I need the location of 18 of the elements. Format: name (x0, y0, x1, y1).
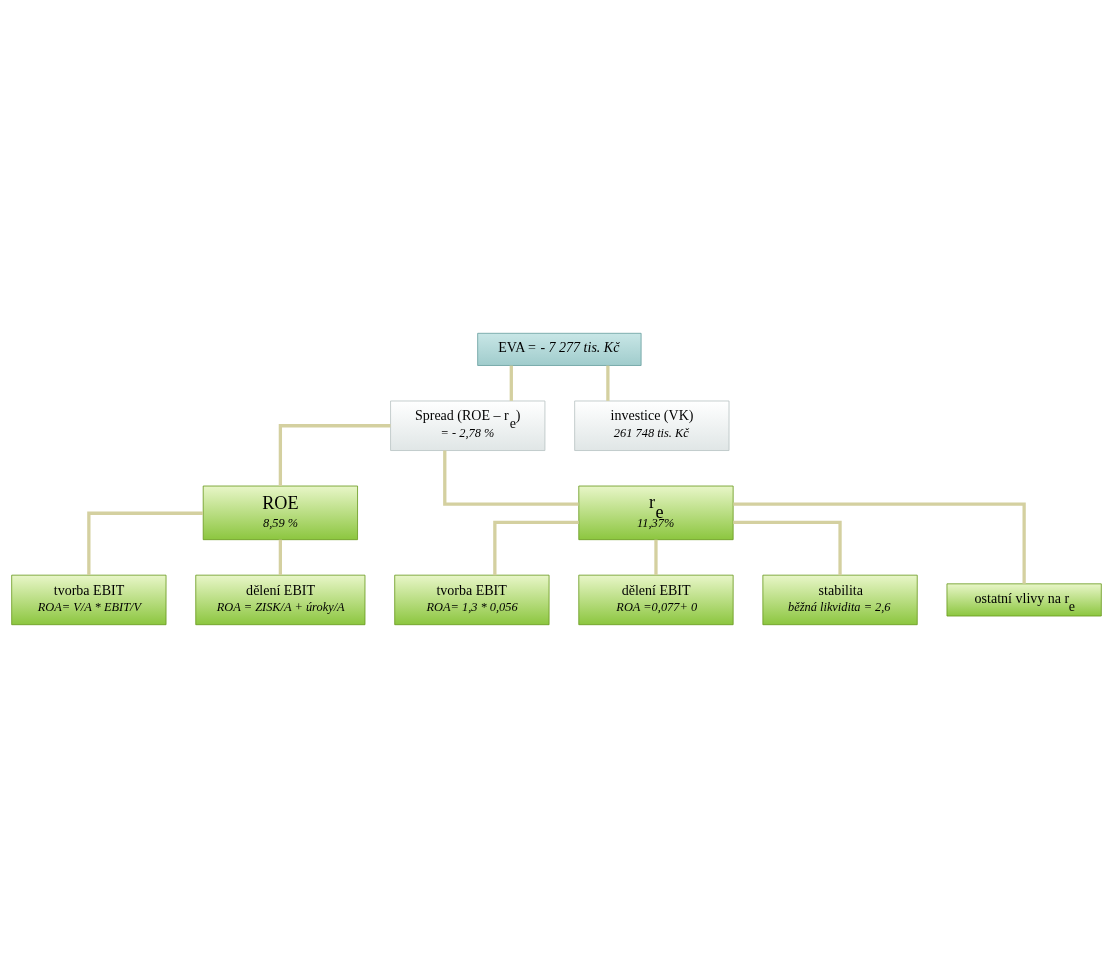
connector (493, 520, 579, 576)
node-box: investice (VK) 261 748 tis. Kč (574, 400, 730, 451)
node-box: tvorba EBIT ROA= 1,3 * 0,056 (394, 574, 550, 626)
connector (443, 450, 579, 506)
node-box: stabilita běžná likvidita = 2,6 (762, 574, 918, 626)
connector (606, 365, 610, 401)
node-box: EVA = - 7 277 tis. Kč (477, 332, 642, 366)
node-box: tvorba EBIT ROA= V/A * EBIT/V (11, 574, 167, 626)
connector (733, 502, 1026, 584)
connector (278, 424, 391, 486)
node-box: dělení EBIT ROA = ZISK/A + úroky/A (195, 574, 366, 626)
connector (87, 511, 204, 576)
connector (654, 539, 658, 576)
node-box: dělení EBIT ROA =0,077+ 0 (578, 574, 734, 626)
node-box: ROE 8,59 % (202, 485, 358, 541)
connector (509, 365, 513, 401)
connector (733, 520, 842, 576)
connector (278, 539, 283, 576)
